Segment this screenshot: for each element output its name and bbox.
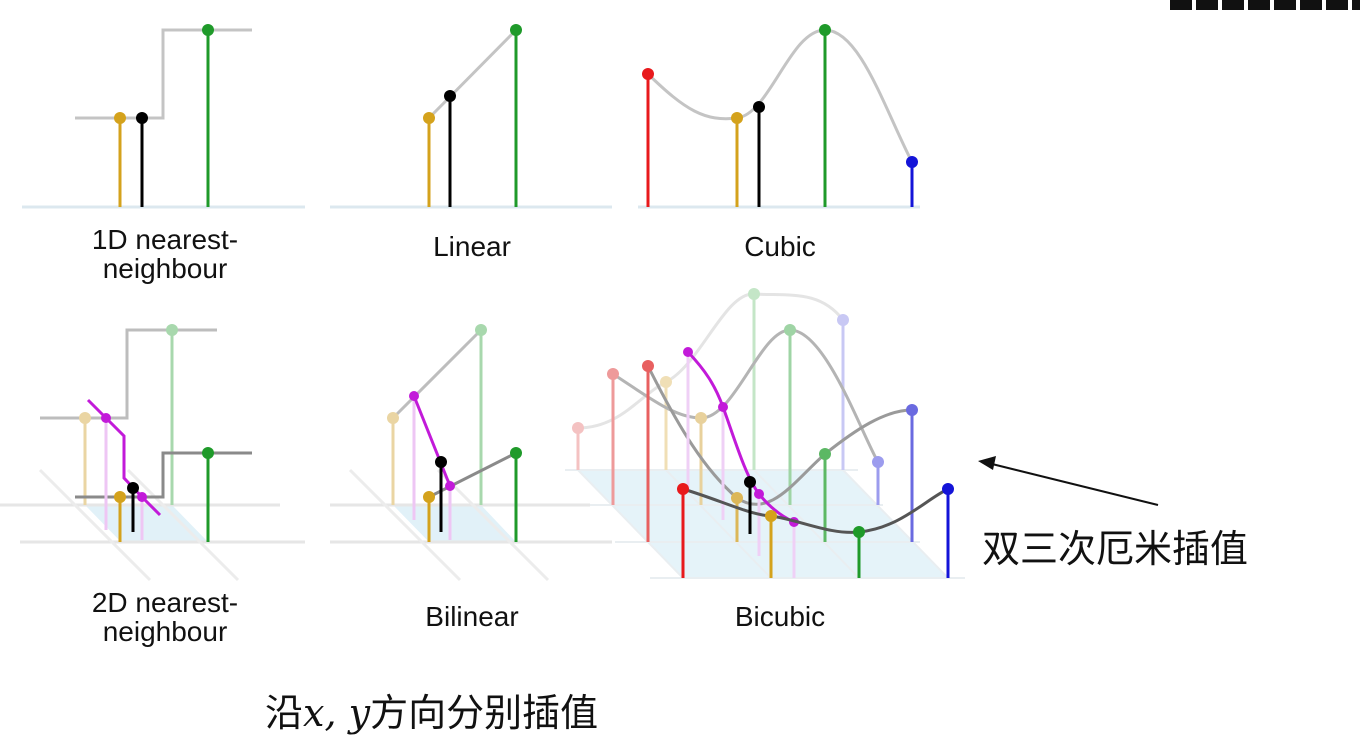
interpolated-point [127, 482, 139, 494]
intermediate-point [409, 391, 419, 401]
interpolation-curve [646, 28, 914, 163]
back-row-curve [40, 328, 217, 420]
grid-diagonal [577, 469, 684, 579]
sample-point [942, 483, 954, 495]
sample-point [819, 24, 831, 36]
sample-point [202, 24, 214, 36]
panel-2d-nearest-neighbour [0, 324, 305, 582]
panel-1d-nearest-neighbour [22, 24, 305, 209]
xy-variables: x, y [303, 691, 371, 735]
sample-point [423, 112, 435, 124]
sample-point [819, 448, 831, 460]
sample-point [202, 447, 214, 459]
panel-bilinear [330, 324, 612, 582]
sample-point [784, 324, 796, 336]
sample-point [906, 156, 918, 168]
grid-diagonal [842, 469, 949, 579]
grid-diagonal [436, 468, 550, 582]
xy-prefix: 沿 [265, 691, 304, 735]
sample-point [837, 314, 849, 326]
sample-point [642, 68, 654, 80]
sample-point [510, 447, 522, 459]
sample-point [853, 526, 865, 538]
front-row-curve [428, 451, 517, 499]
intermediate-point [754, 489, 764, 499]
panel-cubic [638, 24, 920, 209]
panel-linear [330, 24, 612, 209]
sample-point [423, 491, 435, 503]
grid-diagonal [126, 468, 240, 582]
label-cubic: Cubic [744, 231, 816, 262]
sample-point [475, 324, 487, 336]
xy-chinese-annotation: 沿x, y方向分别插值 [265, 682, 598, 737]
sample-point [765, 510, 777, 522]
label-linear: Linear [433, 231, 511, 262]
back-row-curve [391, 328, 483, 420]
grid-diagonal [38, 468, 152, 582]
sample-point [114, 491, 126, 503]
interpolated-point [136, 112, 148, 124]
sample-point [510, 24, 522, 36]
annotation-arrow [978, 456, 1159, 506]
sample-point [677, 483, 689, 495]
label-2d-nearest-neighbour: 2D nearest- neighbour [91, 587, 239, 648]
sample-point [872, 456, 884, 468]
sample-point [166, 324, 178, 336]
sample-point [695, 412, 707, 424]
intermediate-curve [412, 395, 452, 487]
grid-diagonal [348, 468, 462, 582]
bicubic-chinese-annotation: 双三次厄米插值 [982, 527, 1249, 571]
intermediate-point [445, 481, 455, 491]
intermediate-point [137, 492, 147, 502]
sample-point [607, 368, 619, 380]
sample-point [731, 112, 743, 124]
label-1d-nearest-neighbour: 1D nearest- neighbour [91, 224, 239, 285]
intermediate-point [101, 413, 111, 423]
sample-point [387, 412, 399, 424]
sample-point [906, 404, 918, 416]
grid-plane [85, 505, 208, 542]
label-bicubic: Bicubic [734, 601, 826, 632]
sample-point [748, 288, 760, 300]
sample-point [731, 492, 743, 504]
intermediate-curve [686, 350, 795, 524]
sample-point [79, 412, 91, 424]
row-curve-front [682, 487, 949, 534]
grid-plane [393, 505, 516, 542]
sample-point [660, 376, 672, 388]
interpolation-curve [427, 28, 518, 120]
interpolated-point [435, 456, 447, 468]
sample-point [642, 360, 654, 372]
grid-plane [578, 470, 948, 578]
panel-bicubic [565, 288, 965, 579]
intermediate-point [718, 402, 728, 412]
front-row-curve [75, 451, 252, 499]
interpolated-point [444, 90, 456, 102]
sample-point [572, 422, 584, 434]
corner-mark [1170, 0, 1360, 10]
interpolation-curve [75, 28, 252, 120]
interpolated-point [744, 476, 756, 488]
intermediate-point [683, 347, 693, 357]
xy-suffix: 方向分别插值 [370, 691, 599, 735]
label-bilinear: Bilinear [425, 601, 519, 632]
row-curve-back [577, 292, 845, 430]
sample-point [114, 112, 126, 124]
row-curve-second [612, 328, 880, 463]
interpolated-point [753, 101, 765, 113]
